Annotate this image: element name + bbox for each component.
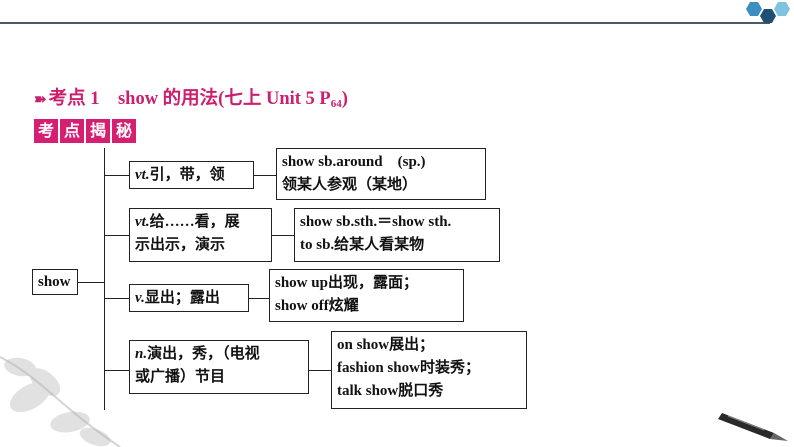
branch-connector (104, 175, 129, 177)
usage-box: show sb.sth.＝show sth. to sb.给某人看某物 (294, 208, 500, 262)
meaning-box: vt.引，带，领 (129, 161, 254, 189)
usage-connector (272, 235, 294, 237)
branch-connector (104, 298, 129, 300)
usage-connector (249, 298, 269, 300)
usage-box: show up出现，露面； show off炫耀 (269, 269, 464, 322)
usage-box: show sb.around (sp.) 领某人参观（某地） (276, 148, 486, 200)
badge-kaodian-jiemi: 考 点 揭 秘 (34, 119, 136, 143)
meaning-box: v.显出；露出 (129, 284, 249, 312)
pen-decoration-icon (718, 413, 788, 441)
trunk-line (104, 148, 106, 410)
arrow-icon: ➽ (34, 92, 47, 108)
section-title: ➽考点 1 show 的用法(七上 Unit 5 P64) (34, 89, 348, 110)
usage-connector (254, 175, 276, 177)
root-word-box: show (32, 269, 78, 295)
branch-connector (104, 370, 129, 372)
usage-box: on show展出； fashion show时装秀； talk show脱口秀 (331, 331, 527, 409)
hexagon-decoration-icon (746, 2, 790, 23)
branch-connector (104, 235, 129, 237)
meaning-box: vt.给……看，展 示出示，演示 (129, 208, 272, 262)
usage-connector (309, 370, 331, 372)
root-connector (78, 282, 104, 284)
header-rule (0, 22, 770, 24)
meaning-box: n.演出，秀，（电视 或广播）节目 (129, 340, 309, 394)
flower-decoration-icon (0, 356, 121, 447)
